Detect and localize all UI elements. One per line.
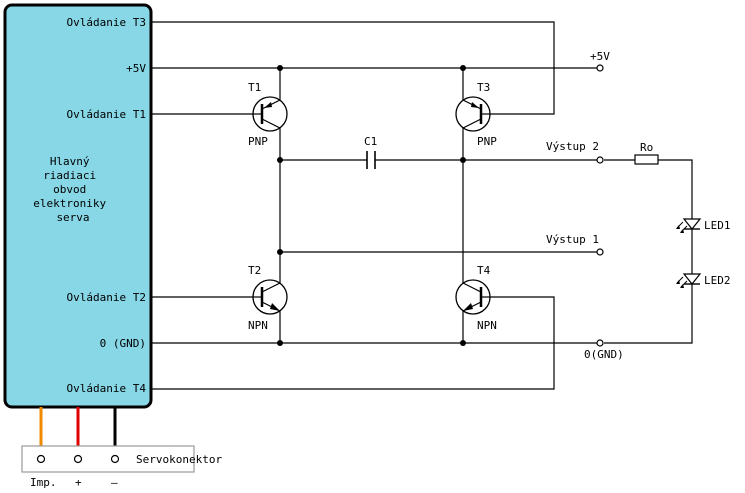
pin-ctrl-t2: Ovládanie T2 <box>67 291 146 304</box>
t4-label: T4 <box>477 264 491 277</box>
connector-pin-imp <box>36 454 46 464</box>
connector-title: Servokonektor <box>136 453 222 466</box>
junction-dot <box>277 157 283 163</box>
out1-label: Výstup 1 <box>546 233 599 246</box>
desc-line-5: serva <box>56 211 89 224</box>
terminal-5v <box>596 64 604 72</box>
led1-label: LED1 <box>704 219 731 232</box>
output-terminals: +5V Výstup 2 Výstup 1 0(GND) <box>546 50 624 361</box>
desc-line-2: riadiaci <box>43 169 96 182</box>
terminal-gnd <box>596 339 604 347</box>
out-5v-label: +5V <box>590 50 610 63</box>
connector-pin-label-plus: + <box>75 476 82 489</box>
terminal-out2 <box>596 156 604 164</box>
junction-dot <box>277 65 283 71</box>
t4-type: NPN <box>477 319 497 332</box>
pin-ctrl-t3: Ovládanie T3 <box>67 16 146 29</box>
t3-type: PNP <box>477 135 497 148</box>
junction-dot <box>277 249 283 255</box>
transistor-t4: T4 NPN <box>455 264 497 332</box>
pin-ctrl-t4: Ovládanie T4 <box>67 382 147 395</box>
transistor-t3: T3 PNP <box>455 81 497 148</box>
junction-dot <box>460 65 466 71</box>
main-block-description: Hlavný riadiaci obvod elektroniky serva <box>33 155 112 224</box>
pin-5v: +5V <box>126 62 146 75</box>
wire-led-ro <box>604 159 693 344</box>
desc-line-1: Hlavný <box>50 155 90 168</box>
out-gnd-label: 0(GND) <box>584 348 624 361</box>
main-control-block: Hlavný riadiaci obvod elektroniky serva … <box>3 3 153 409</box>
pin-ctrl-t1: Ovládanie T1 <box>67 108 146 121</box>
capacitor-c1: C1 <box>364 135 377 169</box>
resistor-ro: Ro <box>634 141 659 165</box>
connector-pin-label-minus: – <box>111 476 118 489</box>
terminal-out1 <box>596 248 604 256</box>
led2-label: LED2 <box>704 274 731 287</box>
transistor-t1: T1 PNP <box>248 81 288 148</box>
connector-pin-label-imp: Imp. <box>30 476 57 489</box>
led1: LED1 <box>676 218 731 233</box>
out2-label: Výstup 2 <box>546 140 599 153</box>
desc-line-4: elektroniky <box>33 197 106 210</box>
junction-dot <box>460 340 466 346</box>
connector-body <box>21 445 195 473</box>
wire-ctrl-t4 <box>151 296 555 390</box>
t3-label: T3 <box>477 81 490 94</box>
pin-gnd: 0 (GND) <box>100 337 146 350</box>
led2: LED2 <box>676 273 731 288</box>
t1-label: T1 <box>248 81 261 94</box>
ro-label: Ro <box>640 141 653 154</box>
t2-type: NPN <box>248 319 268 332</box>
connector-pin-plus <box>73 454 83 464</box>
servo-connector: Servokonektor Imp. + – <box>21 445 222 489</box>
t1-type: PNP <box>248 135 268 148</box>
desc-line-3: obvod <box>53 183 86 196</box>
junction-dot <box>460 157 466 163</box>
connector-pin-minus <box>110 454 120 464</box>
junction-dot <box>277 340 283 346</box>
junctions <box>277 65 466 346</box>
wires <box>39 21 693 456</box>
c1-label: C1 <box>364 135 377 148</box>
transistor-t2: T2 NPN <box>248 264 288 332</box>
t2-label: T2 <box>248 264 261 277</box>
